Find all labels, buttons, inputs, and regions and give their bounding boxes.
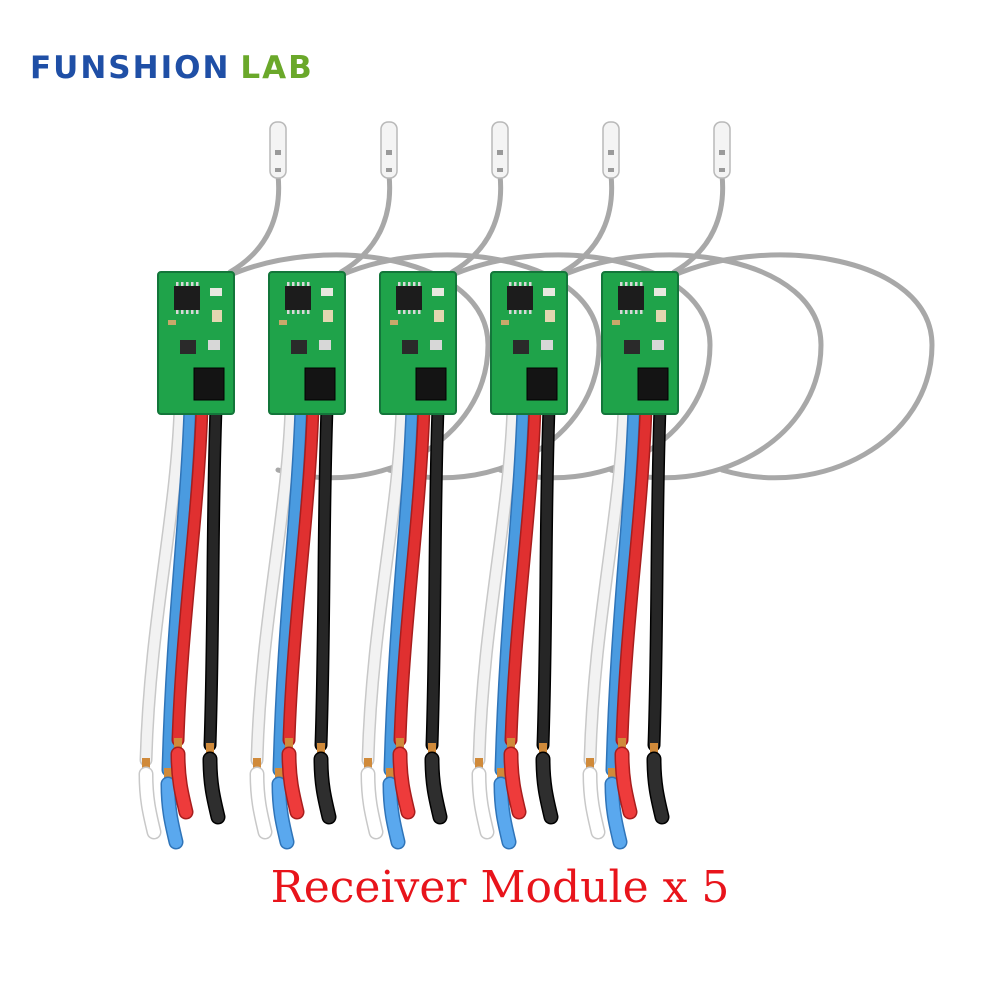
wire-blue bbox=[496, 403, 528, 775]
component bbox=[543, 288, 555, 296]
ic-chip bbox=[174, 286, 200, 310]
antenna-plug bbox=[602, 121, 620, 179]
component bbox=[210, 288, 222, 296]
wire-red bbox=[617, 403, 651, 745]
button bbox=[319, 340, 331, 350]
component bbox=[390, 320, 398, 325]
receiver-module bbox=[249, 271, 346, 850]
wire-white bbox=[141, 403, 185, 765]
wire-black bbox=[649, 403, 665, 750]
component bbox=[612, 320, 620, 325]
transistor bbox=[291, 340, 307, 354]
ic-chip bbox=[618, 286, 644, 310]
wire-black bbox=[427, 403, 443, 750]
wire-blue bbox=[163, 403, 195, 775]
receiver-module bbox=[471, 271, 568, 850]
wire-blue bbox=[274, 403, 306, 775]
ic-chip bbox=[285, 286, 311, 310]
component bbox=[656, 310, 666, 322]
transistor bbox=[513, 340, 529, 354]
button bbox=[652, 340, 664, 350]
button bbox=[208, 340, 220, 350]
ic-chip bbox=[507, 286, 533, 310]
product-photo bbox=[138, 121, 935, 850]
transistor bbox=[402, 340, 418, 354]
wire-black bbox=[538, 403, 554, 750]
wire-white bbox=[252, 403, 296, 765]
receiver-module bbox=[138, 271, 235, 850]
component bbox=[432, 288, 444, 296]
component bbox=[501, 320, 509, 325]
antenna-plug bbox=[491, 121, 509, 179]
antenna-wire bbox=[336, 172, 602, 481]
wire-white bbox=[585, 403, 629, 765]
component bbox=[168, 320, 176, 325]
relay-block bbox=[304, 367, 336, 401]
antenna-wire bbox=[225, 172, 491, 481]
relay-block bbox=[415, 367, 447, 401]
wire-red bbox=[395, 403, 429, 745]
component bbox=[545, 310, 555, 322]
wire-red bbox=[506, 403, 540, 745]
relay-block bbox=[193, 367, 225, 401]
product-caption: Receiver Module x 5 bbox=[270, 862, 730, 913]
component bbox=[279, 320, 287, 325]
component bbox=[434, 310, 444, 322]
relay-block bbox=[637, 367, 669, 401]
wire-blue bbox=[385, 403, 417, 775]
antenna-plug bbox=[713, 121, 731, 179]
ic-chip bbox=[396, 286, 422, 310]
transistor bbox=[624, 340, 640, 354]
wire-white bbox=[363, 403, 407, 765]
component bbox=[212, 310, 222, 322]
antenna-wire bbox=[669, 172, 935, 481]
wire-red bbox=[173, 403, 207, 745]
receiver-module bbox=[582, 271, 679, 850]
antenna-wire bbox=[558, 172, 824, 481]
wire-blue bbox=[607, 403, 639, 775]
button bbox=[541, 340, 553, 350]
wire-black bbox=[205, 403, 221, 750]
wire-white bbox=[474, 403, 518, 765]
component bbox=[654, 288, 666, 296]
wire-black bbox=[316, 403, 332, 750]
transistor bbox=[180, 340, 196, 354]
button bbox=[430, 340, 442, 350]
logo-lab-text: LAB bbox=[240, 50, 314, 86]
wire-red bbox=[284, 403, 318, 745]
receiver-module bbox=[360, 271, 457, 850]
logo-brand-text: FUNSHION bbox=[30, 50, 231, 86]
antenna-wire bbox=[447, 172, 713, 481]
antenna-plug bbox=[380, 121, 398, 179]
component bbox=[323, 310, 333, 322]
component bbox=[321, 288, 333, 296]
antenna-plug bbox=[269, 121, 287, 179]
relay-block bbox=[526, 367, 558, 401]
